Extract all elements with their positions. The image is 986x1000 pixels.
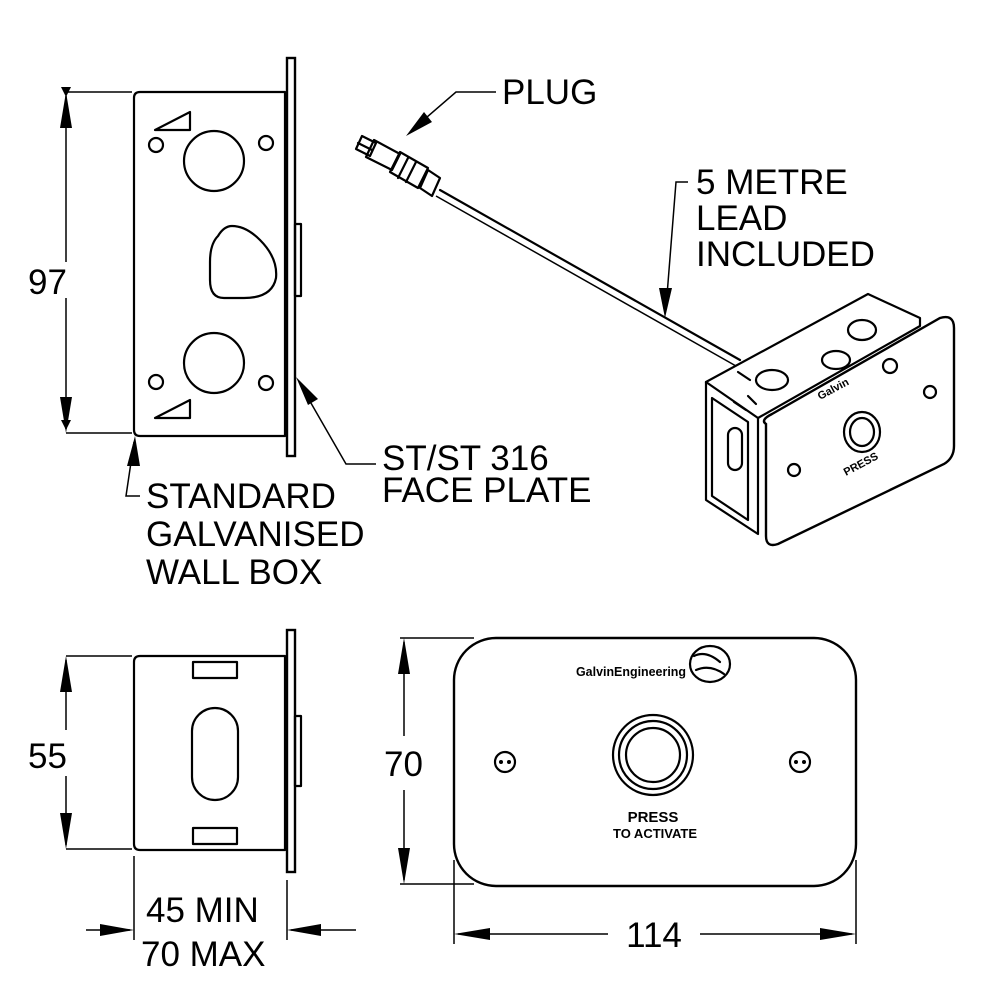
dimension-depth-min: 45 MIN: [146, 891, 259, 930]
dimension-70: 70: [384, 745, 423, 784]
label-face-plate-1: ST/ST 316: [382, 439, 549, 478]
slot-knockout: [190, 706, 240, 802]
top-view-wall-box: 55 45 MIN 70 MAX: [28, 628, 356, 974]
label-wall-box-2: GALVANISED: [146, 515, 365, 554]
front-view-face-plate: GalvinEngineering PRESS TO ACTIVATE: [384, 636, 858, 955]
label-face-plate-2: FACE PLATE: [382, 471, 591, 510]
dimension-55: 55: [28, 737, 67, 776]
iso-face-plate: [762, 315, 956, 547]
keyhole-knockout: [208, 224, 278, 300]
face-plate-outline: [452, 636, 858, 888]
brand-logo-text: GalvinEngineering: [576, 664, 686, 679]
screw-right: [788, 750, 812, 774]
button-label-activate: TO ACTIVATE: [613, 826, 697, 841]
screw-left: [493, 750, 517, 774]
plug: [354, 134, 442, 198]
triangle-mark-bottom: [153, 398, 192, 420]
brand-logo-icon: [688, 644, 732, 684]
knockout-top: [182, 129, 246, 193]
triangle-mark-top: [153, 110, 192, 132]
dimension-97: 97: [28, 263, 67, 302]
knockout-bottom: [182, 331, 246, 395]
label-lead-1: 5 METRE: [696, 163, 848, 202]
label-plug: PLUG: [502, 73, 597, 112]
push-button: [611, 713, 695, 797]
dimension-depth-max: 70 MAX: [141, 935, 266, 974]
iso-button: [842, 410, 882, 454]
label-lead-3: INCLUDED: [696, 235, 875, 274]
isometric-view: PLUG 5 METRE LEAD INCLUDED Galvin PRESS: [354, 73, 956, 547]
label-lead-2: LEAD: [696, 199, 787, 238]
label-wall-box-3: WALL BOX: [146, 553, 322, 592]
side-view-wall-box: 97 ST/ST 316 FACE PLATE STANDARD GALVANI…: [28, 56, 591, 592]
label-wall-box-1: STANDARD: [146, 477, 336, 516]
dimension-114: 114: [626, 916, 682, 955]
button-label-press: PRESS: [628, 809, 679, 826]
